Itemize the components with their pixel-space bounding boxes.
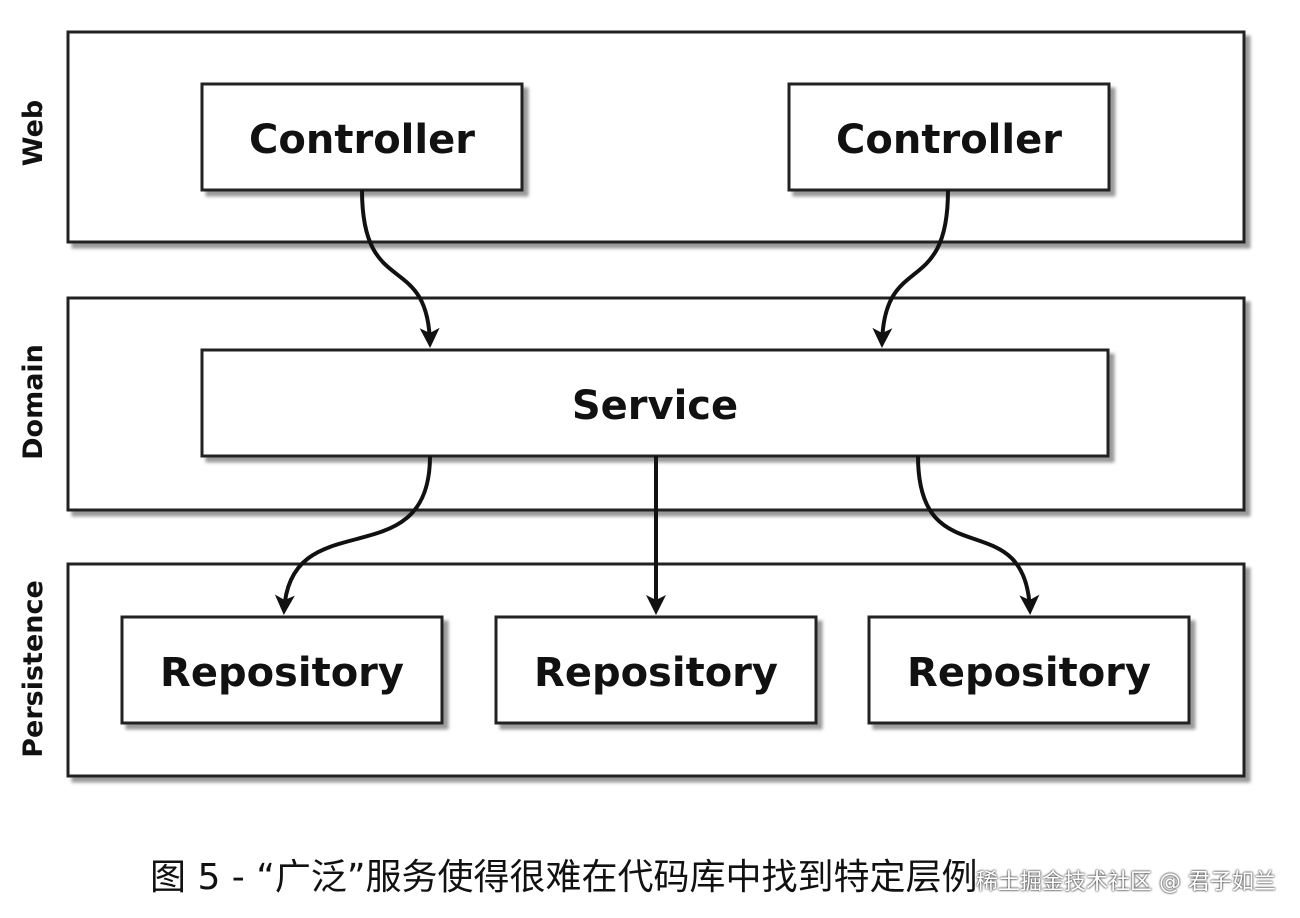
repository-middle-label: Repository	[534, 650, 778, 696]
controller-box-left: Controller	[200, 82, 524, 192]
repository-left-label: Repository	[160, 650, 404, 696]
arrow-controller-right-to-service	[872, 189, 950, 348]
service-label: Service	[572, 383, 738, 429]
arrow-service-to-repository-right	[916, 455, 1040, 615]
repository-right-label: Repository	[907, 650, 1151, 696]
figure-caption: 图 5 - “广泛”服务使得很难在代码库中找到特定层例	[150, 857, 978, 898]
arrow-controller-left-to-service	[360, 189, 440, 348]
repository-box-right: Repository	[867, 615, 1191, 725]
service-box: Service	[200, 348, 1110, 458]
watermark: 稀土掘金技术社区 @ 君子如兰	[976, 870, 1276, 895]
arrow-service-to-repository-left	[274, 455, 432, 615]
repository-box-left: Repository	[120, 615, 444, 725]
web-layer-label: Web	[18, 100, 49, 166]
domain-layer-label: Domain	[18, 344, 49, 460]
persistence-layer-label: Persistence	[18, 580, 49, 758]
controller-left-label: Controller	[249, 117, 475, 163]
controller-right-label: Controller	[836, 117, 1062, 163]
controller-box-right: Controller	[787, 82, 1111, 192]
repository-box-middle: Repository	[494, 615, 818, 725]
